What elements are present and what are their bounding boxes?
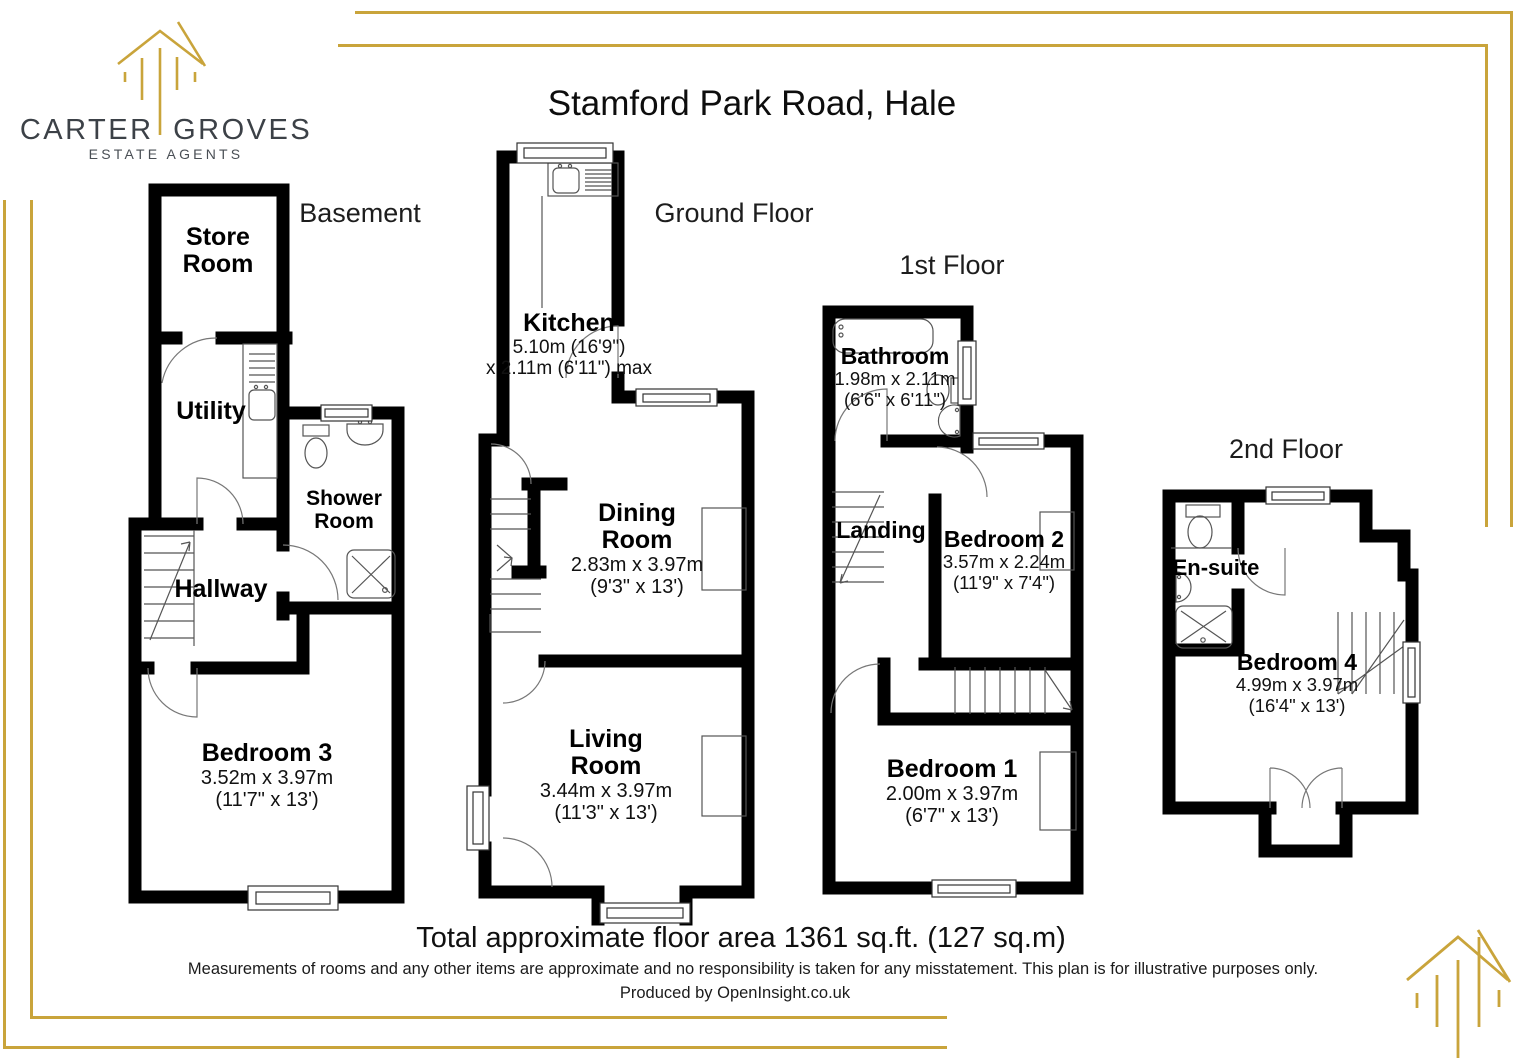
room-dim-imperial: (11'7" x 13') bbox=[215, 789, 319, 812]
room-dim-imperial: (16'4" x 13') bbox=[1248, 694, 1346, 716]
room-dim-imperial: (11'3" x 13') bbox=[554, 802, 658, 825]
room-name: Bedroom 2 bbox=[943, 526, 1065, 552]
second-floor-plan bbox=[1162, 486, 1421, 858]
room-name: Living Room bbox=[569, 725, 643, 780]
room-label-hallway: Hallway bbox=[174, 575, 268, 603]
room-label-ensuite: En-suite bbox=[1172, 555, 1260, 580]
room-dim-imperial: (9'3" x 13') bbox=[590, 576, 684, 599]
basement-plan bbox=[128, 183, 405, 911]
room-dim-metric: 4.99m x 3.97m bbox=[1235, 673, 1359, 695]
room-dim-metric: 1.98m x 2.11m bbox=[834, 367, 956, 389]
room-label-bedroom3: Bedroom 3 3.52m x 3.97m (11'7" x 13') bbox=[201, 740, 333, 812]
room-label-landing: Landing bbox=[836, 517, 926, 543]
room-dim-metric: 2.83m x 3.97m bbox=[570, 554, 704, 576]
room-name: Dining Room bbox=[598, 499, 676, 554]
room-label-bedroom4: Bedroom 4 4.99m x 3.97m (16'4" x 13') bbox=[1236, 650, 1358, 716]
floor-label-ground: Ground Floor bbox=[654, 198, 814, 228]
room-dim-imperial: (6'7" x 13') bbox=[905, 805, 999, 828]
page-title: Stamford Park Road, Hale bbox=[547, 84, 957, 123]
room-dim-imperial: x 2.11m (6'11") max bbox=[486, 358, 652, 380]
border-bottom-outer bbox=[3, 1046, 947, 1049]
room-label-living-room: Living Room 3.44m x 3.97m (11'3" x 13') bbox=[540, 726, 672, 825]
room-dim-metric: 2.00m x 3.97m bbox=[885, 783, 1019, 805]
brand-name: CARTER GROVES bbox=[19, 114, 313, 146]
border-left-inner bbox=[30, 200, 33, 1019]
room-label-kitchen: Kitchen 5.10m (16'9") x 2.11m (6'11") ma… bbox=[486, 310, 652, 380]
footer-produced-by: Produced by OpenInsight.co.uk bbox=[619, 984, 851, 1002]
room-label-utility: Utility bbox=[176, 397, 246, 425]
room-dim-metric: 3.52m x 3.97m bbox=[200, 767, 334, 789]
border-top-outer bbox=[355, 11, 1513, 14]
room-name: Kitchen bbox=[523, 309, 615, 337]
room-label-bedroom1: Bedroom 1 2.00m x 3.97m (6'7" x 13') bbox=[886, 756, 1018, 828]
floor-label-basement: Basement bbox=[299, 198, 421, 228]
border-bottom-inner bbox=[30, 1016, 947, 1019]
border-right-outer bbox=[1510, 11, 1513, 527]
room-label-shower-room: Shower Room bbox=[306, 487, 382, 533]
border-right-inner bbox=[1485, 44, 1488, 527]
room-dim-metric: 5.10m (16'9") bbox=[512, 337, 626, 358]
border-top-inner bbox=[338, 44, 1488, 47]
footer-total-area: Total approximate floor area 1361 sq.ft.… bbox=[416, 922, 1066, 954]
room-dim-metric: 3.57m x 2.24m bbox=[942, 550, 1066, 572]
room-name: Bedroom 4 bbox=[1236, 649, 1358, 675]
room-label-bedroom2: Bedroom 2 3.57m x 2.24m (11'9" x 7'4") bbox=[943, 527, 1065, 593]
room-name: Bedroom 3 bbox=[201, 739, 333, 767]
brand-house-icon bbox=[117, 21, 207, 135]
ground-floor-plan bbox=[466, 142, 755, 926]
room-label-bathroom: Bathroom 1.98m x 2.11m (6'6" x 6'11") bbox=[835, 344, 956, 410]
room-dim-imperial: (6'6" x 6'11") bbox=[843, 388, 947, 410]
floor-label-second: 2nd Floor bbox=[1228, 434, 1344, 464]
room-dim-metric: 3.44m x 3.97m bbox=[539, 780, 673, 802]
border-left-outer bbox=[3, 200, 6, 1049]
room-label-dining-room: Dining Room 2.83m x 3.97m (9'3" x 13') bbox=[571, 500, 703, 599]
brand-tagline: ESTATE AGENTS bbox=[88, 146, 244, 162]
first-floor-plan bbox=[822, 305, 1084, 898]
footer-disclaimer: Measurements of rooms and any other item… bbox=[187, 960, 1319, 978]
room-name: Bathroom bbox=[840, 343, 950, 369]
house-icon-bottom bbox=[1406, 929, 1512, 1058]
room-name: Bedroom 1 bbox=[886, 755, 1018, 783]
floor-label-first: 1st Floor bbox=[899, 250, 1005, 280]
room-dim-imperial: (11'9" x 7'4") bbox=[952, 571, 1056, 593]
room-label-store-room: Store Room bbox=[182, 223, 254, 278]
